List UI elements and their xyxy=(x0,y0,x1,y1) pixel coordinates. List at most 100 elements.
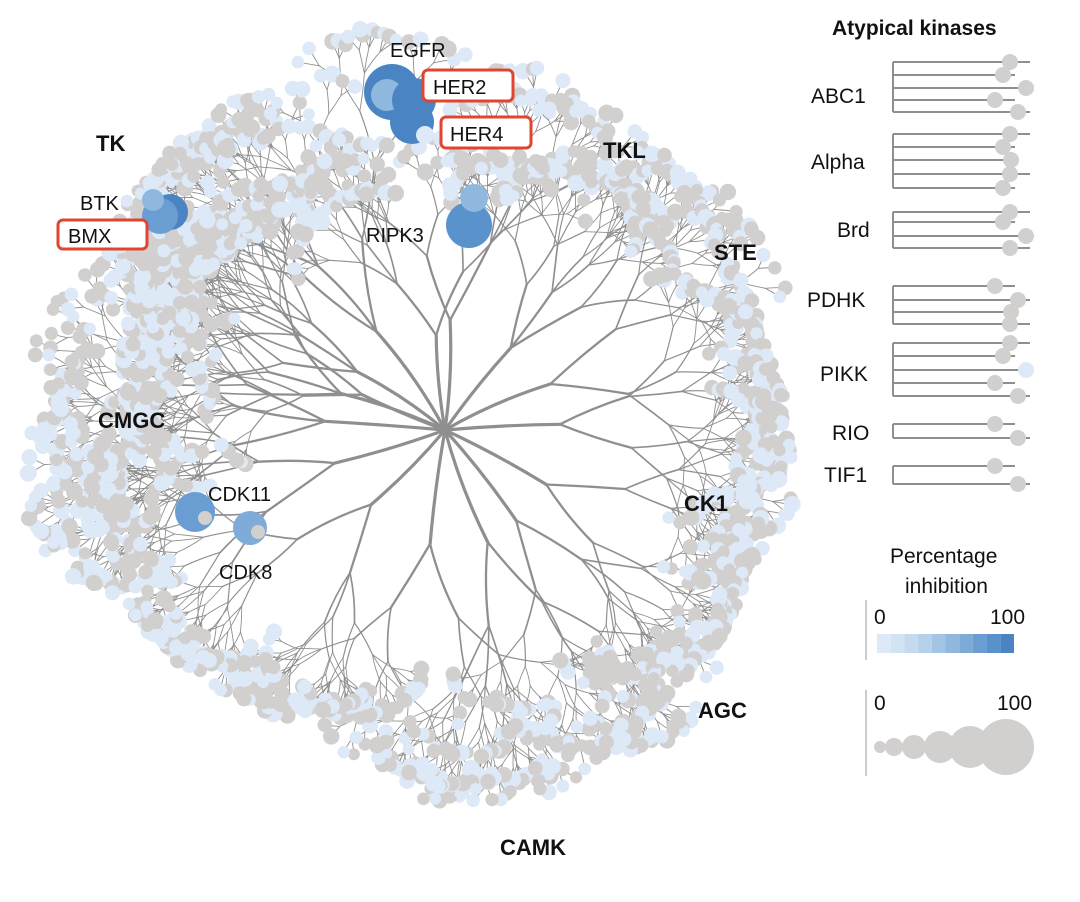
tree-branch xyxy=(681,390,715,401)
tree-branch xyxy=(653,617,670,620)
tree-branch xyxy=(305,352,364,396)
tree-branch xyxy=(288,668,292,693)
tree-branch xyxy=(149,535,173,542)
tree-leaf-node xyxy=(360,136,374,151)
tree-leaf-node xyxy=(562,114,580,131)
tree-branch xyxy=(704,419,715,445)
tree-branch xyxy=(333,171,341,188)
tree-branch xyxy=(281,652,298,676)
tree-branch xyxy=(175,412,197,419)
tree-branch xyxy=(138,489,146,508)
tree-branch xyxy=(693,318,698,344)
tree-branch xyxy=(610,622,616,648)
tree-branch xyxy=(221,572,259,588)
tree-branch xyxy=(345,666,349,690)
tree-branch xyxy=(225,371,274,396)
tree-branch xyxy=(284,139,288,159)
tree-branch xyxy=(710,314,718,329)
tree-branch xyxy=(248,285,282,307)
tree-branch xyxy=(463,666,482,698)
tree-branch xyxy=(580,259,618,309)
tree-branch xyxy=(517,665,526,687)
tree-branch xyxy=(154,533,176,543)
tree-branch xyxy=(326,226,345,241)
tree-branch xyxy=(675,342,695,373)
tree-branch xyxy=(588,236,608,266)
tree-branch xyxy=(558,395,630,426)
tree-leaf-node xyxy=(173,146,187,161)
tree-branch xyxy=(425,254,452,322)
tree-branch xyxy=(177,586,197,597)
tree-branch xyxy=(425,213,439,257)
tree-branch xyxy=(320,658,330,684)
tree-branch xyxy=(551,255,584,294)
tree-branch xyxy=(526,685,531,701)
tree-branch xyxy=(524,665,531,687)
tree-branch xyxy=(325,651,334,675)
tree-branch xyxy=(302,393,364,397)
tree-branch xyxy=(668,424,686,458)
tree-branch xyxy=(613,628,626,649)
tree-branch xyxy=(239,308,296,336)
tree-branch xyxy=(203,561,234,592)
tree-branch xyxy=(669,590,697,596)
tree-branch xyxy=(574,646,593,659)
tree-leaf-node xyxy=(219,141,236,159)
tree-branch xyxy=(231,631,241,649)
tree-branch xyxy=(695,588,715,596)
tree-branch xyxy=(630,440,688,449)
tree-branch xyxy=(588,241,616,266)
tree-branch xyxy=(279,305,308,355)
tree-branch xyxy=(713,401,721,421)
tree-branch xyxy=(220,264,247,272)
tree-branch xyxy=(217,623,225,643)
tree-branch xyxy=(235,375,265,381)
tree-branch xyxy=(540,600,573,653)
tree-branch xyxy=(701,320,711,340)
tree-branch xyxy=(592,541,610,592)
tree-branch xyxy=(614,222,625,243)
tree-branch xyxy=(484,722,489,741)
tree-branch xyxy=(691,263,714,267)
tree-branch xyxy=(264,304,313,325)
tree-branch xyxy=(571,123,582,145)
tree-branch xyxy=(339,679,347,695)
tree-branch xyxy=(563,195,573,215)
tree-branch xyxy=(428,428,447,546)
tree-branch xyxy=(296,621,326,654)
tree-branch xyxy=(245,430,252,450)
tree-branch xyxy=(237,283,261,314)
tree-branch xyxy=(514,745,531,758)
tree-branch xyxy=(592,541,644,568)
tree-branch xyxy=(204,288,241,311)
tree-branch xyxy=(157,526,176,535)
tree-branch xyxy=(339,679,355,689)
tree-branch xyxy=(239,154,262,157)
tree-branch xyxy=(287,216,291,244)
tree-branch xyxy=(670,536,679,556)
tree-leaf-node xyxy=(242,124,256,137)
tree-branch xyxy=(457,617,466,668)
tree-leaf-node xyxy=(302,108,315,121)
tree-branch xyxy=(228,572,259,603)
tree-leaf-node xyxy=(199,241,215,257)
tree-branch xyxy=(571,132,593,145)
tree-branch xyxy=(271,288,313,325)
tree-branch xyxy=(234,430,252,442)
tree-leaf-node xyxy=(635,130,649,145)
tree-leaf-node xyxy=(214,103,228,116)
tree-branch xyxy=(265,461,337,513)
tree-branch xyxy=(672,307,686,328)
tree-leaf-node xyxy=(270,96,283,110)
tree-branch xyxy=(272,146,288,159)
tree-branch xyxy=(534,588,564,639)
tree-branch xyxy=(250,256,264,273)
tree-branch xyxy=(227,605,243,633)
tree-leaf-node xyxy=(231,112,247,127)
tree-branch xyxy=(681,370,714,392)
tree-branch xyxy=(84,366,106,369)
tree-branch xyxy=(392,667,402,683)
tree-branch xyxy=(502,634,525,661)
tree-leaf-node xyxy=(166,158,179,171)
tree-leaf-node xyxy=(457,47,473,62)
